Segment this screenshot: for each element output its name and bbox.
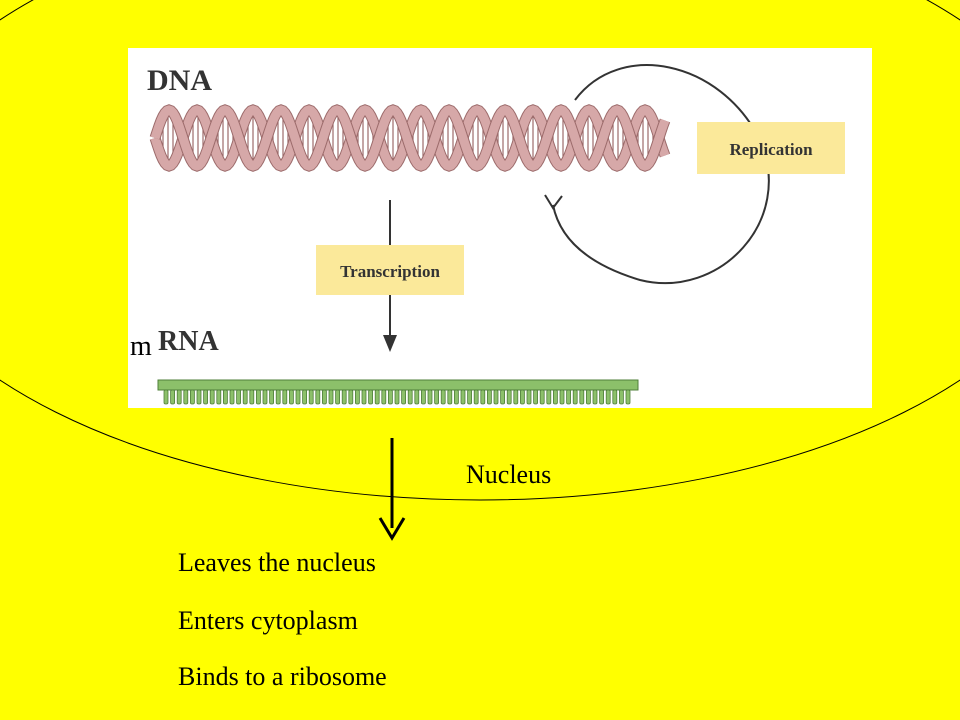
transcription-label: Transcription — [340, 262, 440, 281]
mrna-base — [599, 389, 604, 405]
mrna-base — [262, 389, 268, 405]
dna-helix — [149, 104, 671, 172]
dna-label: DNA — [147, 64, 212, 97]
mrna-base — [255, 389, 261, 405]
mrna-base — [381, 389, 387, 405]
replication-arrowhead-icon — [544, 194, 563, 210]
mrna-base — [394, 389, 400, 405]
mrna-base — [480, 389, 486, 405]
mrna-base — [526, 389, 532, 405]
mrna-base — [222, 389, 228, 405]
mrna-base — [572, 389, 578, 405]
mrna-base — [493, 389, 499, 405]
mrna-base — [586, 389, 591, 405]
mrna-base — [288, 389, 294, 405]
mrna-base — [592, 389, 598, 405]
mrna-base — [354, 389, 360, 405]
mrna-base — [196, 389, 202, 405]
replication-box — [697, 122, 845, 174]
mrna-base — [539, 389, 545, 405]
mrna-base — [368, 389, 374, 405]
mrna-base — [308, 389, 314, 405]
mrna-base — [189, 389, 195, 405]
mrna-base — [427, 389, 433, 405]
mrna-base — [467, 389, 473, 405]
mrna-base — [315, 389, 321, 405]
step-leaves-nucleus: Leaves the nucleus — [178, 548, 376, 577]
mrna-base — [473, 389, 479, 405]
step-enters-cytoplasm: Enters cytoplasm — [178, 606, 358, 635]
mrna-backbone — [157, 379, 639, 391]
nucleus-label: Nucleus — [466, 460, 552, 489]
mrna-base — [348, 389, 354, 405]
mrna-base — [553, 389, 558, 405]
mrna-label: RNA — [158, 326, 219, 357]
mrna-base — [335, 389, 341, 405]
mrna-strand — [157, 379, 639, 405]
mrna-base — [242, 389, 248, 405]
mrna-base — [612, 389, 618, 405]
mrna-base — [236, 389, 242, 405]
mrna-base — [460, 389, 466, 405]
mrna-base — [295, 389, 301, 405]
transcription-arrowhead-icon — [383, 335, 397, 352]
mrna-m-prefix: m — [130, 331, 152, 362]
nucleus-outline — [0, 0, 960, 501]
export-arrowhead-icon — [378, 517, 406, 541]
mrna-base — [440, 389, 446, 405]
mrna-base — [341, 389, 347, 405]
mrna-base — [506, 389, 512, 405]
mrna-base — [249, 389, 255, 405]
mrna-base — [387, 389, 393, 405]
mrna-base — [453, 389, 459, 405]
mrna-base — [520, 389, 525, 405]
mrna-base — [559, 389, 565, 405]
replication-cycle-arrow — [552, 64, 770, 285]
mrna-base — [546, 389, 552, 405]
mrna-base — [216, 389, 222, 405]
mrna-base — [229, 389, 235, 405]
mrna-base — [275, 389, 281, 405]
mrna-base — [203, 389, 209, 405]
mrna-base — [302, 389, 308, 405]
dna-strand — [150, 105, 670, 171]
mrna-base — [209, 389, 215, 405]
mrna-base — [566, 389, 571, 405]
mrna-base — [605, 389, 611, 405]
mrna-base — [282, 389, 288, 405]
mrna-base — [321, 389, 327, 405]
mrna-base — [625, 389, 631, 405]
mrna-base — [361, 389, 367, 405]
mrna-base — [579, 389, 585, 405]
mrna-base — [328, 389, 334, 405]
mrna-base — [176, 389, 182, 405]
mrna-base — [183, 389, 189, 405]
mrna-base — [447, 389, 453, 405]
mrna-base — [619, 389, 624, 405]
mrna-base — [163, 389, 169, 405]
mrna-base — [434, 389, 440, 405]
mrna-base — [407, 389, 413, 405]
step-binds-ribosome: Binds to a ribosome — [178, 662, 387, 691]
mrna-base — [513, 389, 519, 405]
mrna-base — [374, 389, 380, 405]
mrna-base — [533, 389, 538, 405]
image-panel — [128, 48, 872, 408]
mrna-base — [486, 389, 492, 405]
mrna-base — [500, 389, 506, 405]
transcription-box — [316, 245, 464, 295]
replication-label: Replication — [729, 140, 813, 159]
mrna-base — [170, 389, 176, 405]
mrna-base — [414, 389, 420, 405]
mrna-base — [401, 389, 407, 405]
mrna-base — [420, 389, 426, 405]
mrna-base — [269, 389, 275, 405]
